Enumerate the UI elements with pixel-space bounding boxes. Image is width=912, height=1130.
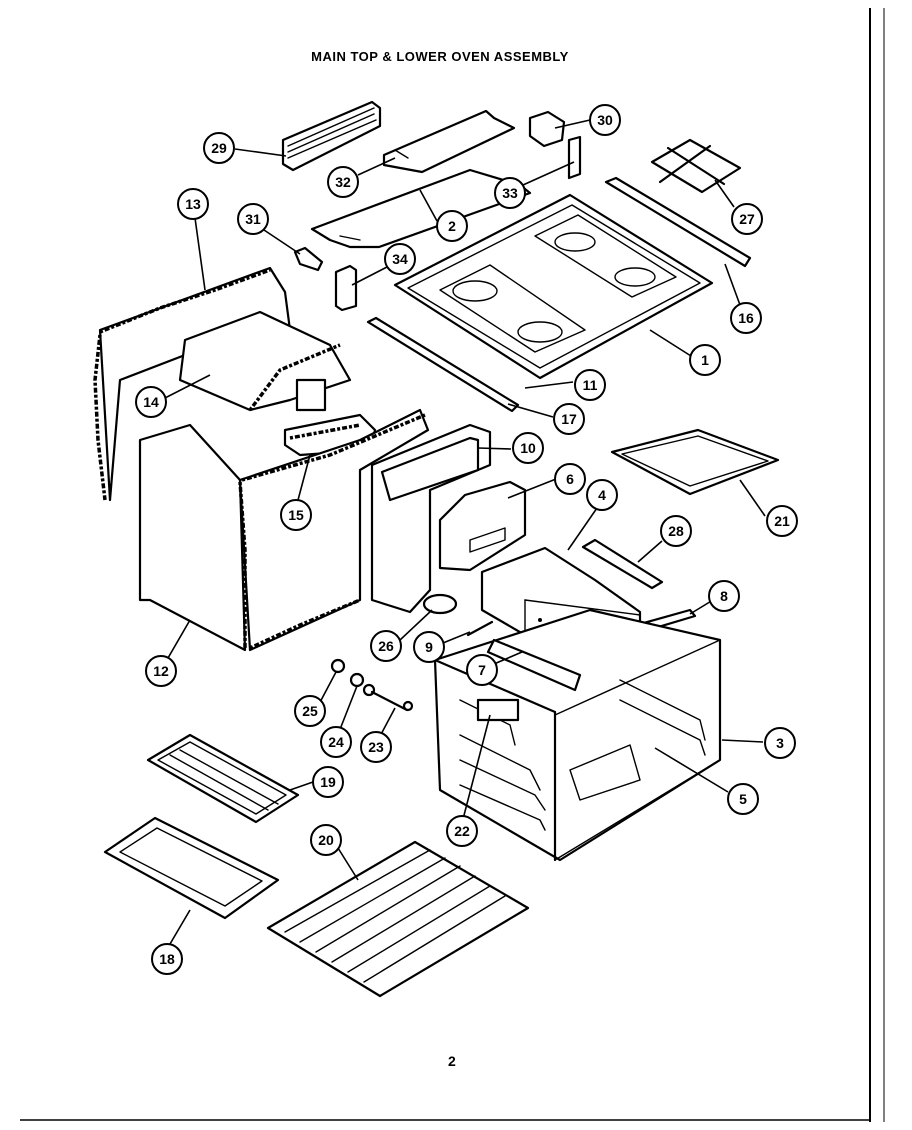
part-29-rail-bracket [281,100,382,172]
callout-7: 7 [466,654,498,686]
callout-4: 4 [586,479,618,511]
callout-29: 29 [203,132,235,164]
svg-text:12: 12 [153,663,169,679]
svg-text:6: 6 [566,471,574,487]
callout-3: 3 [764,727,796,759]
part-18-broil-pan [103,816,280,920]
svg-text:30: 30 [597,112,613,128]
callout-9: 9 [413,631,445,663]
part-16-rail [604,176,752,268]
part-19-broil-grid [146,733,300,824]
callout-27: 27 [731,203,763,235]
callout-33: 33 [494,177,526,209]
part-28-rail [581,538,664,590]
part-6-shield [438,480,527,572]
part-3-oven-cavity [433,608,722,862]
svg-text:15: 15 [288,507,304,523]
svg-text:20: 20 [318,832,334,848]
part-27-grate [650,138,742,194]
callout-28: 28 [660,515,692,547]
callout-10: 10 [512,432,544,464]
svg-text:21: 21 [774,513,790,529]
part-26-valve [422,593,458,615]
callout-19: 19 [312,766,344,798]
page-number: 2 [448,1053,456,1069]
part-34-bracket [334,264,358,312]
svg-text:19: 19 [320,774,336,790]
callout-24: 24 [320,726,352,758]
callout-34: 34 [384,243,416,275]
svg-text:31: 31 [245,211,261,227]
svg-text:13: 13 [185,196,201,212]
svg-text:25: 25 [302,703,318,719]
svg-text:8: 8 [720,588,728,604]
svg-text:26: 26 [378,638,394,654]
svg-text:32: 32 [335,174,351,190]
callout-1: 1 [689,344,721,376]
svg-text:17: 17 [561,411,577,427]
svg-text:10: 10 [520,440,536,456]
leader-lines [164,119,766,945]
callout-8: 8 [708,580,740,612]
part-21-tray [610,428,780,496]
callout-15: 15 [280,499,312,531]
callout-11: 11 [574,369,606,401]
part-31-clip [293,246,324,272]
part-12-insulation [138,408,430,652]
svg-text:23: 23 [368,739,384,755]
callout-25: 25 [294,695,326,727]
callout-18: 18 [151,943,183,975]
part-10-back-panel [370,423,492,614]
callout-20: 20 [310,824,342,856]
callout-16: 16 [730,302,762,334]
part-23-rod [370,690,414,712]
svg-text:9: 9 [425,639,433,655]
svg-text:4: 4 [598,487,606,503]
part-9-clip [466,620,494,637]
callout-22: 22 [446,815,478,847]
part-20-oven-rack [266,840,530,998]
svg-text:22: 22 [454,823,470,839]
callout-13: 13 [177,188,209,220]
part-25-nut [330,658,346,674]
svg-text:28: 28 [668,523,684,539]
callout-30: 30 [589,104,621,136]
part-7-rail [486,638,582,692]
svg-text:1: 1 [701,352,709,368]
diagram-title: MAIN TOP & LOWER OVEN ASSEMBLY [311,49,569,64]
part-17-strip [366,316,520,413]
svg-text:3: 3 [776,735,784,751]
callout-23: 23 [360,731,392,763]
callout-17: 17 [553,403,585,435]
callout-32: 32 [327,166,359,198]
callout-2: 2 [436,210,468,242]
callout-14: 14 [135,386,167,418]
svg-text:33: 33 [502,185,518,201]
svg-text:18: 18 [159,951,175,967]
part-32-channel [382,109,516,174]
svg-text:2: 2 [448,218,456,234]
svg-text:34: 34 [392,251,408,267]
callout-26: 26 [370,630,402,662]
part-30-bracket [528,110,566,148]
part-1-cooktop [393,193,714,380]
svg-text:27: 27 [739,211,755,227]
svg-text:29: 29 [211,140,227,156]
part-33-clip [567,135,582,180]
svg-text:16: 16 [738,310,754,326]
callout-12: 12 [145,655,177,687]
svg-text:7: 7 [478,662,486,678]
svg-text:5: 5 [739,791,747,807]
callout-5: 5 [727,783,759,815]
callout-6: 6 [554,463,586,495]
callout-21: 21 [766,505,798,537]
svg-text:11: 11 [583,377,598,393]
svg-text:14: 14 [143,394,159,410]
callout-31: 31 [237,203,269,235]
svg-text:24: 24 [328,734,344,750]
